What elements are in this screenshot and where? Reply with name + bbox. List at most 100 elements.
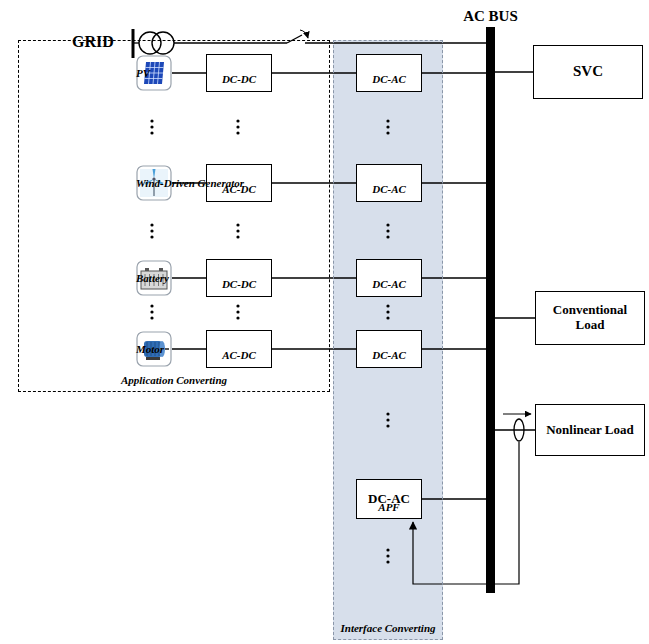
ellipsis-dot: [150, 304, 153, 307]
battery-icon: Battery: [136, 260, 172, 296]
node-label: AC-DC: [207, 349, 271, 362]
ellipsis-dot: [150, 235, 153, 238]
wind-icon-drawing: [136, 165, 172, 201]
node-label: AC BUS: [463, 8, 518, 25]
ellipsis-dot: [386, 304, 389, 307]
icon-frame: [137, 166, 171, 200]
interface-region: Interface Converting DC-AC DC-AC DC-AC DC-AC…: [333, 40, 443, 640]
wire: [495, 429, 535, 430]
load-box: Nonlinear Load: [535, 404, 645, 456]
ellipsis-dot: [386, 418, 389, 421]
ellipsis-dot: [150, 223, 153, 226]
ellipsis-dot: [386, 548, 389, 551]
node-label: SVC: [573, 63, 603, 80]
pv-icon-drawing: [136, 55, 172, 91]
ellipsis-dot: [386, 229, 389, 232]
node-label: DC-DC: [207, 73, 271, 86]
application-region: Application Converting PV DC-DC Wind-Driven…: [18, 40, 330, 392]
current-sensor: [413, 414, 531, 584]
svc-box: SVC: [533, 45, 643, 99]
node-label: DC-AC: [357, 73, 421, 86]
grid-connection: [133, 29, 486, 58]
node-label: DC-DC: [207, 278, 271, 291]
pv-icon: PV: [136, 55, 172, 91]
ac-bus: AC BUS: [486, 27, 495, 593]
transformer-winding: [152, 32, 174, 54]
ellipsis-dot: [386, 235, 389, 238]
wire: [495, 317, 535, 318]
ellipsis-dot: [150, 125, 153, 128]
transformer-winding: [139, 32, 161, 54]
ellipsis-dot: [236, 235, 239, 238]
ellipsis-dot: [150, 229, 153, 232]
wire: [172, 182, 206, 183]
battery-icon-drawing: [136, 260, 172, 296]
ellipsis-dots: [150, 119, 389, 563]
node-label: Nonlinear Load: [546, 423, 634, 438]
wire: [422, 277, 486, 278]
wire: [172, 277, 206, 278]
connector-layer: [172, 72, 535, 499]
wire: [172, 72, 206, 73]
ellipsis-dot: [236, 131, 239, 134]
ellipsis-dot: [236, 316, 239, 319]
switch-blade: [287, 35, 302, 43]
inverter-box: DC-AC: [356, 164, 422, 202]
grid-label: GRID: [72, 33, 114, 51]
ellipsis-dot: [386, 424, 389, 427]
ellipsis-dot: [236, 229, 239, 232]
ellipsis-dot: [236, 304, 239, 307]
icon-frame: [137, 332, 171, 366]
motor-icon-drawing: [136, 331, 172, 367]
node-label: Interface Converting: [334, 622, 442, 634]
ellipsis-dot: [236, 310, 239, 313]
icon-frame: [137, 56, 171, 90]
ellipsis-dot: [386, 316, 389, 319]
wire: [422, 72, 486, 73]
ellipsis-dot: [386, 412, 389, 415]
wire: [422, 182, 486, 183]
ellipsis-dot: [150, 131, 153, 134]
ellipsis-dot: [386, 560, 389, 563]
ellipsis-dot: [236, 223, 239, 226]
battery-picture: [141, 268, 167, 289]
wire: [422, 348, 486, 349]
motor-picture: [144, 341, 169, 360]
node-label: AC-DC: [207, 183, 271, 196]
switch-action-arrow: [300, 30, 308, 38]
motor-icon: Motor: [136, 331, 172, 367]
wind-picture: [140, 169, 168, 197]
wire: [172, 348, 206, 349]
inverter-box: DC-AC: [356, 54, 422, 92]
wire: [272, 277, 356, 278]
ellipsis-dot: [386, 554, 389, 557]
current-direction-arrow: [503, 414, 531, 415]
node-label: DC-AC: [357, 183, 421, 196]
ellipsis-dot: [150, 119, 153, 122]
ellipsis-dot: [386, 310, 389, 313]
wire: [272, 182, 356, 183]
wind-generator-icon: Wind-Driven Generator: [136, 165, 172, 201]
ellipsis-dot: [150, 316, 153, 319]
wire: [272, 72, 356, 73]
node-label: DC-AC: [368, 491, 410, 507]
load-box: Conventional Load: [535, 291, 645, 345]
sensor-feedback-line: [413, 442, 519, 584]
node-label: Application Converting: [19, 374, 329, 386]
inverter-box: DC-AC: [356, 330, 422, 368]
ellipsis-dot: [386, 223, 389, 226]
ellipsis-dot: [386, 131, 389, 134]
converter-box: DC-DC: [206, 54, 272, 92]
pv-picture: [144, 62, 164, 84]
ellipsis-dot: [386, 125, 389, 128]
node-label: DC-AC: [357, 349, 421, 362]
converter-box: AC-DC: [206, 330, 272, 368]
interface-region-fill: [333, 40, 443, 640]
grid-wire: [133, 42, 139, 43]
grid-wire: [174, 42, 287, 43]
wire: [495, 71, 533, 72]
background-layer: [333, 40, 443, 640]
ellipsis-dot: [386, 119, 389, 122]
wire: [422, 498, 486, 499]
